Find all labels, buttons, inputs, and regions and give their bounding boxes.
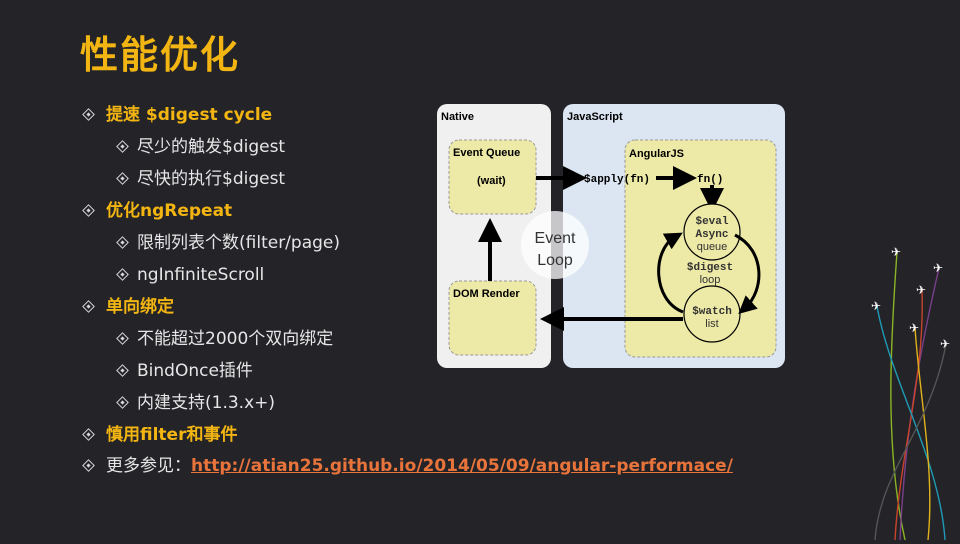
event-loop-label: Loop xyxy=(537,252,573,269)
bullet-more: 更多参见：http://atian25.github.io/2014/05/09… xyxy=(82,452,733,480)
bullet-text: 尽快的执行$digest xyxy=(137,169,286,189)
svg-text:✈: ✈ xyxy=(916,283,926,297)
angular-digest-diagram: Native JavaScript Event Queue (wait) DOM… xyxy=(430,100,790,370)
svg-text:✈: ✈ xyxy=(871,299,881,313)
sub-bullet: 不能超过2000个双向绑定 xyxy=(116,325,334,353)
bullet: 单向绑定 xyxy=(82,293,174,321)
diamond-bullet-icon xyxy=(82,204,95,217)
eval-async-queue-circle xyxy=(683,203,741,261)
bullet-text: 内建支持(1.3.x+) xyxy=(137,393,276,413)
diamond-bullet-icon xyxy=(82,459,95,472)
diamond-bullet-icon xyxy=(116,140,129,153)
svg-text:queue: queue xyxy=(697,241,728,253)
airplane-icon: ✈ ✈ ✈ ✈ ✈ ✈ xyxy=(871,245,950,351)
slide-title: 性能优化 xyxy=(80,33,241,77)
diamond-bullet-icon xyxy=(82,300,95,313)
sub-bullet: BindOnce插件 xyxy=(116,357,253,385)
event-loop-label: Event xyxy=(535,230,576,247)
bullet-text: 不能超过2000个双向绑定 xyxy=(137,329,334,349)
angularjs-label: AngularJS xyxy=(629,148,684,160)
svg-text:$digest: $digest xyxy=(687,262,733,274)
apply-label: $apply(fn) xyxy=(584,174,650,186)
svg-text:✈: ✈ xyxy=(891,245,901,259)
sub-bullet: 尽快的执行$digest xyxy=(116,165,286,193)
javascript-label: JavaScript xyxy=(567,111,623,123)
dom-render-box xyxy=(448,280,537,356)
sub-bullet: ngInfiniteScroll xyxy=(116,261,265,289)
bullet: 慎用filter和事件 xyxy=(82,421,238,449)
sub-bullet: 尽少的触发$digest xyxy=(116,133,286,161)
svg-text:list: list xyxy=(705,318,718,330)
svg-text:✈: ✈ xyxy=(933,261,943,275)
event-queue-box xyxy=(448,139,537,215)
bullet-text: 慎用filter和事件 xyxy=(106,425,238,445)
diamond-bullet-icon xyxy=(116,332,129,345)
more-label: 更多参见： xyxy=(106,456,191,476)
diamond-bullet-icon xyxy=(82,428,95,441)
svg-text:✈: ✈ xyxy=(909,321,919,335)
sub-bullet: 限制列表个数(filter/page) xyxy=(116,229,340,257)
bullet: 优化ngRepeat xyxy=(82,197,233,225)
diamond-bullet-icon xyxy=(116,396,129,409)
bullet-text: BindOnce插件 xyxy=(137,361,253,381)
diamond-bullet-icon xyxy=(82,108,95,121)
diamond-bullet-icon xyxy=(116,364,129,377)
svg-text:✈: ✈ xyxy=(940,337,950,351)
fn-label: fn() xyxy=(697,174,723,186)
dom-render-label: DOM Render xyxy=(453,288,520,300)
svg-text:$eval: $eval xyxy=(695,216,728,228)
bullet-text: 尽少的触发$digest xyxy=(137,137,286,157)
svg-text:loop: loop xyxy=(700,274,721,286)
bullet-text: 优化ngRepeat xyxy=(106,201,233,221)
event-queue-label: Event Queue xyxy=(453,147,520,159)
diamond-bullet-icon xyxy=(116,268,129,281)
bullet: 提速 $digest cycle xyxy=(82,101,273,129)
svg-text:Async: Async xyxy=(695,229,728,241)
airplane-trails-decoration: ✈ ✈ ✈ ✈ ✈ ✈ xyxy=(860,230,960,541)
event-loop-circle xyxy=(521,211,589,279)
native-label: Native xyxy=(441,111,474,123)
wait-label: (wait) xyxy=(477,175,506,187)
article-link[interactable]: http://atian25.github.io/2014/05/09/angu… xyxy=(191,456,733,476)
sub-bullet: 内建支持(1.3.x+) xyxy=(116,389,276,417)
bullet-text: 单向绑定 xyxy=(106,297,174,317)
bullet-text: 限制列表个数(filter/page) xyxy=(137,233,340,253)
svg-text:$watch: $watch xyxy=(692,306,732,318)
bullet-text: ngInfiniteScroll xyxy=(137,265,265,285)
bullet-text: 提速 $digest cycle xyxy=(106,105,273,125)
diamond-bullet-icon xyxy=(116,236,129,249)
diamond-bullet-icon xyxy=(116,172,129,185)
